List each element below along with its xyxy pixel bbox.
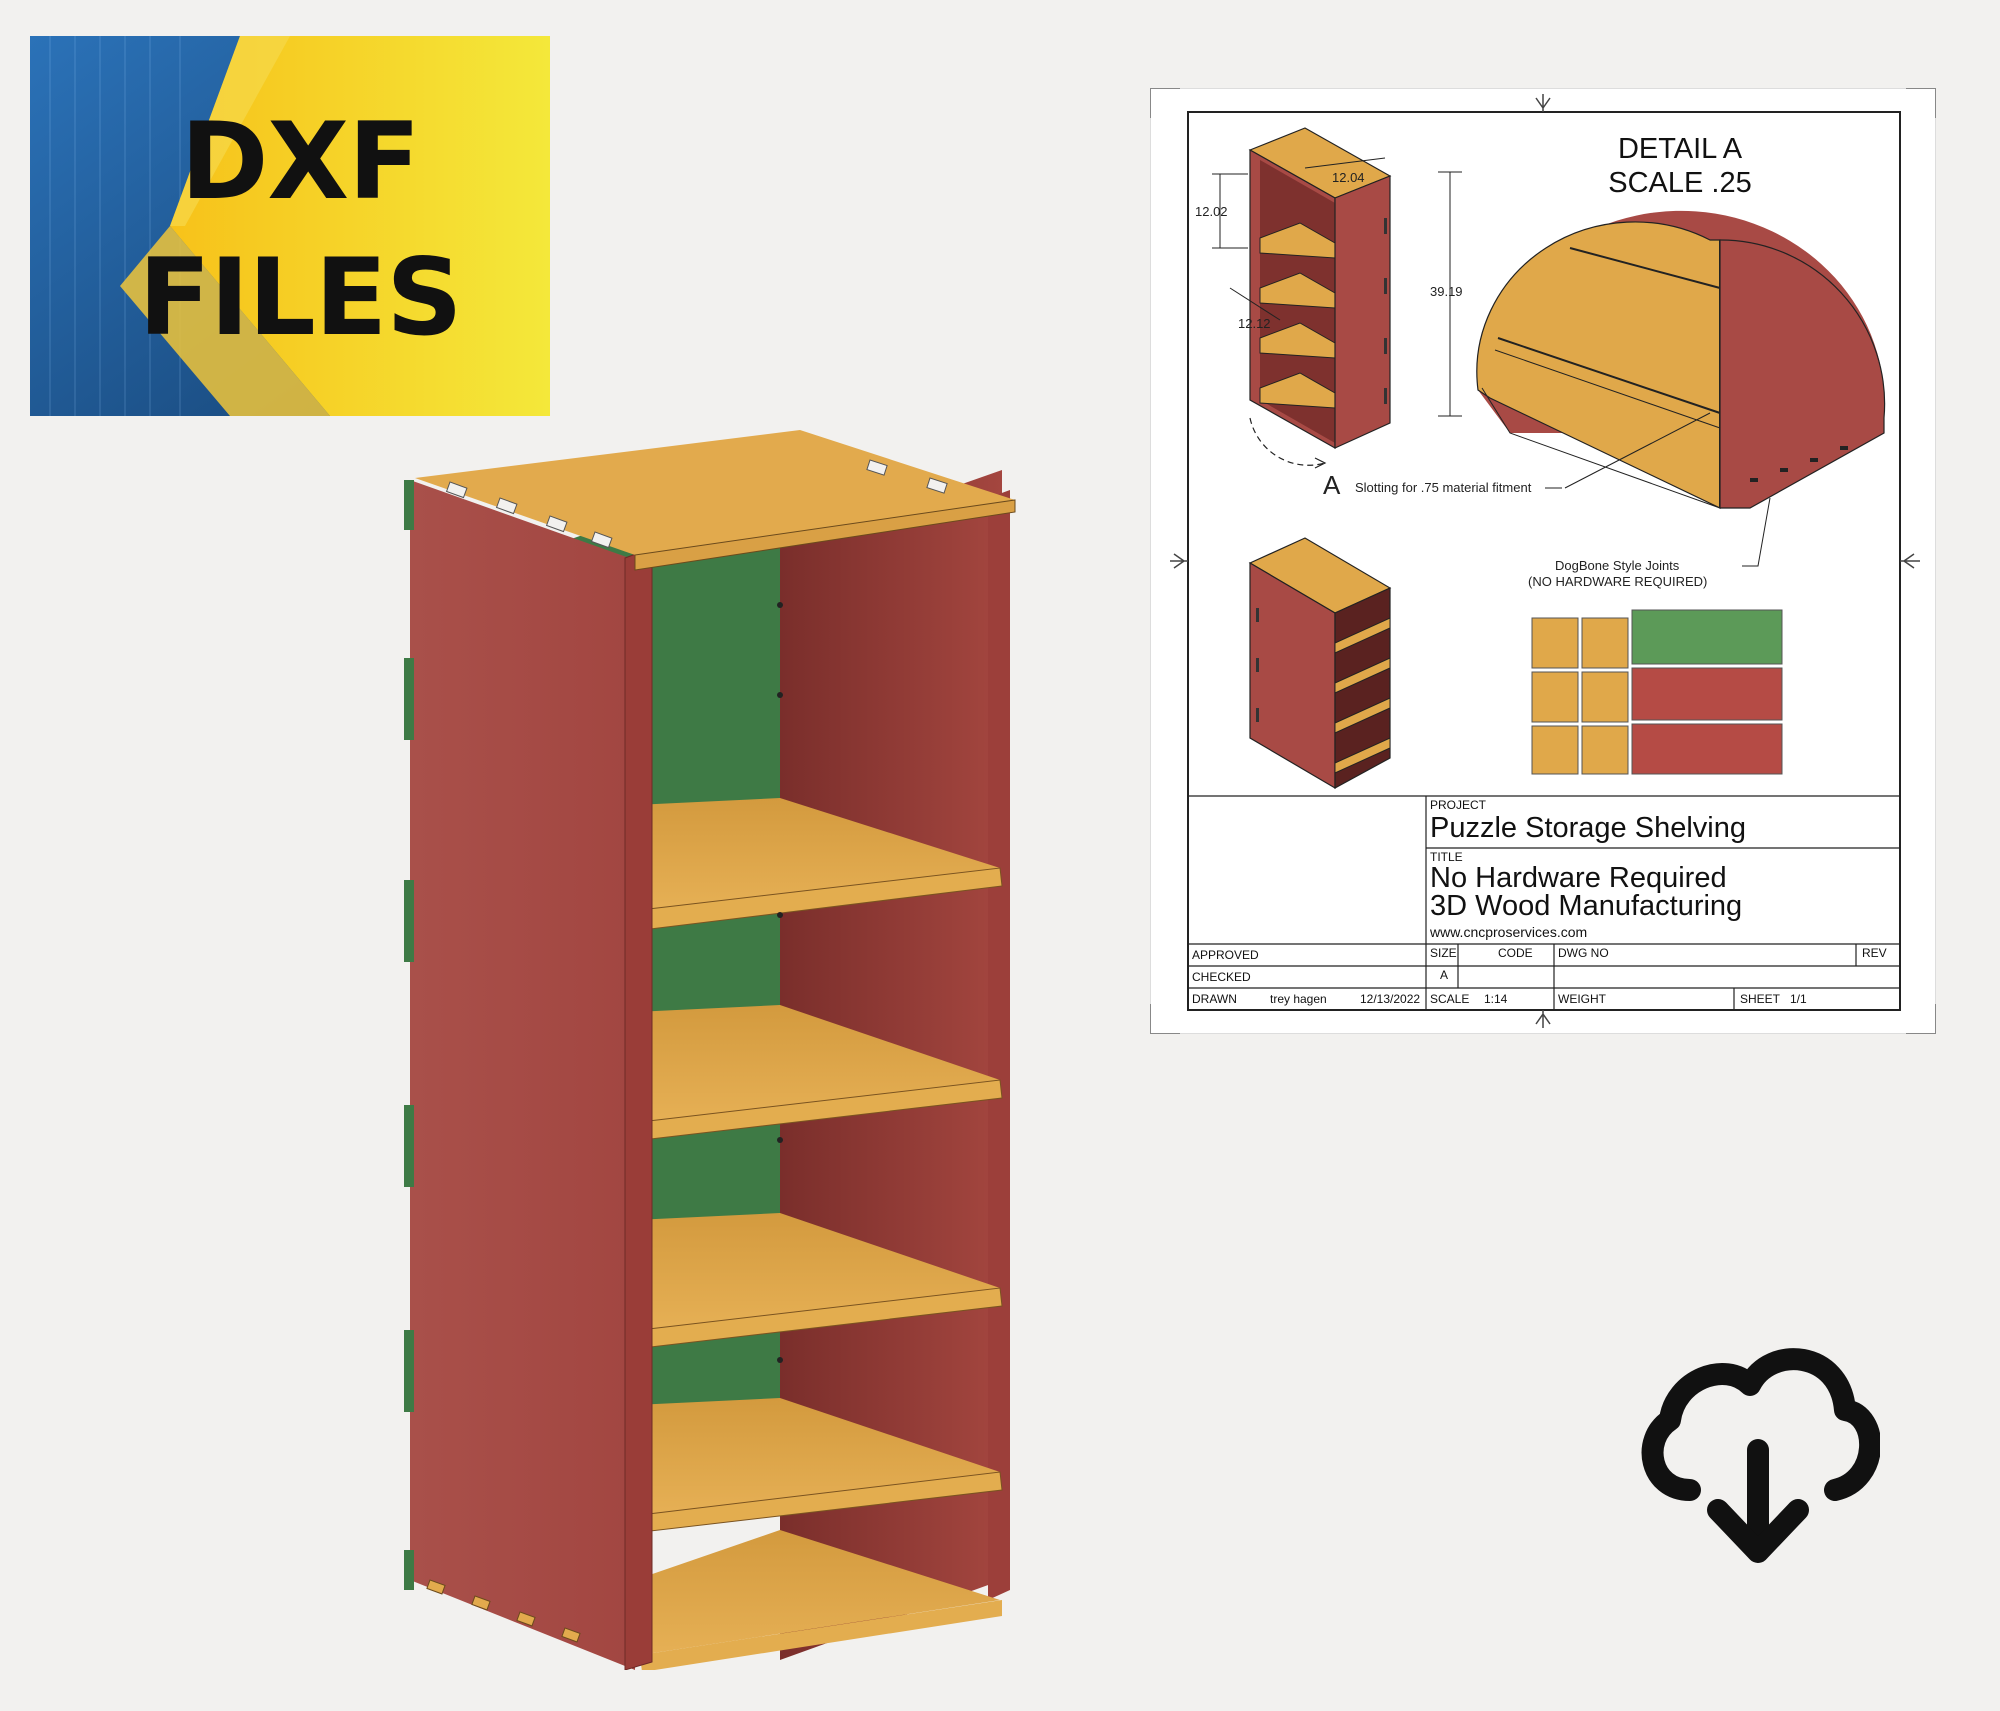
dxf-files-badge: DXF FILES [30, 36, 550, 416]
tb-project-label: PROJECT [1430, 798, 1487, 812]
detail-label: A [1323, 470, 1341, 500]
engineering-drawing-sheet: DETAIL A SCALE .25 A 12.04 12.02 39.19 1… [1150, 88, 1936, 1034]
top-finger-joints [445, 459, 948, 549]
tb-scale-value: 1:14 [1484, 992, 1508, 1006]
badge-title-dxf: DXF [180, 100, 420, 223]
tb-approved-label: APPROVED [1192, 948, 1259, 962]
left-tabs [404, 480, 414, 1590]
cloud-download-icon[interactable] [1630, 1340, 1882, 1570]
shelves [634, 798, 1003, 1670]
left-front-edge [624, 547, 653, 1670]
tb-website: www.cncproservices.com [1430, 924, 1588, 940]
tb-drawn-label: DRAWN [1192, 992, 1237, 1006]
dimension-height: 39.19 [1430, 284, 1463, 299]
tb-drawn-date: 12/13/2022 [1360, 992, 1421, 1006]
tb-rev-label: REV [1862, 946, 1887, 960]
iso-view-dimensioned [1212, 127, 1462, 469]
tb-size-value: A [1440, 968, 1449, 982]
dimension-depth: 12.04 [1332, 170, 1365, 185]
detail-title-line1: DETAIL A [1617, 133, 1743, 165]
shelf-3d-render [404, 430, 1016, 1670]
badge-title-files: FILES [138, 236, 462, 359]
tb-size-label: SIZE [1430, 946, 1457, 960]
nested-parts-layout [1531, 609, 1783, 775]
note-slotting: Slotting for .75 material fitment [1355, 480, 1532, 495]
tb-sheet-value: 1/1 [1790, 992, 1807, 1006]
note-dogbone-2: (NO HARDWARE REQUIRED) [1528, 574, 1708, 589]
tb-code-label: CODE [1498, 946, 1533, 960]
joint-dots [777, 602, 783, 1363]
right-edge [988, 490, 1010, 1600]
detail-title-line2: SCALE .25 [1608, 167, 1752, 199]
tb-dwg-label: DWG NO [1558, 946, 1609, 960]
tb-checked-label: CHECKED [1192, 970, 1251, 984]
top-front-edge [634, 499, 1016, 571]
tb-scale-label: SCALE [1430, 992, 1470, 1006]
tb-weight-label: WEIGHT [1558, 992, 1606, 1006]
tb-title-line2: 3D Wood Manufacturing [1430, 890, 1743, 922]
badge-background [30, 36, 550, 416]
note-dogbone-1: DogBone Style Joints [1555, 558, 1680, 573]
dimension-shelf-spacing: 12.02 [1195, 204, 1228, 219]
bottom-finger-joints [426, 1579, 581, 1643]
title-block-grid [1188, 795, 1900, 1010]
left-side-panel [410, 480, 635, 1670]
tb-title-label: TITLE [1430, 850, 1463, 864]
detail-a-view [1476, 210, 1886, 567]
dimension-width: 12.12 [1238, 316, 1271, 331]
iso-view-assembled [1248, 537, 1392, 790]
tb-drawn-by: trey hagen [1270, 992, 1327, 1006]
tb-project-value: Puzzle Storage Shelving [1430, 812, 1746, 844]
shelf-bottom [635, 1530, 1002, 1670]
tb-sheet-label: SHEET [1740, 992, 1781, 1006]
tb-title-line1: No Hardware Required [1430, 862, 1727, 894]
sheet-linework [1150, 88, 1936, 1034]
